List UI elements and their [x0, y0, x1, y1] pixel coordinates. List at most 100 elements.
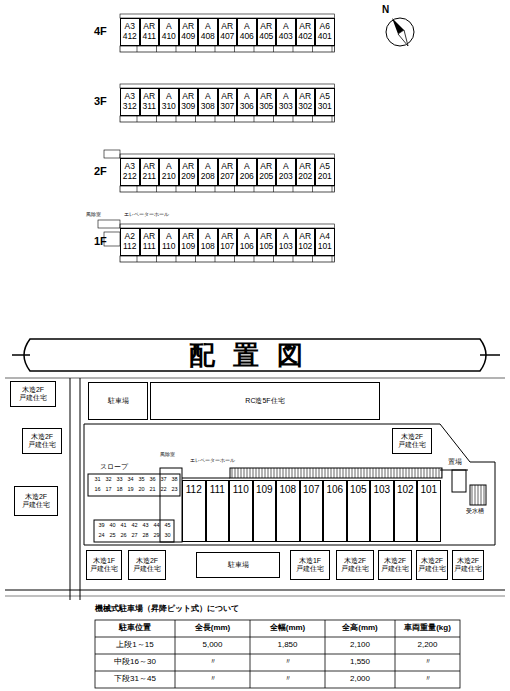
unit-type: A [283, 162, 289, 172]
unit-number: 206 [240, 172, 254, 182]
unit-cell: A3412 [120, 18, 140, 46]
compass-letter: N [382, 4, 389, 15]
unit-number: 205 [259, 172, 273, 182]
unit-type: A [166, 162, 172, 172]
room-label: 風除室 [160, 452, 175, 458]
unit-type: A [205, 232, 211, 242]
table-cell: 1,550 [325, 658, 395, 667]
unit-type: AR [221, 22, 233, 32]
site-unit: 105 [347, 480, 371, 542]
site-unit: 102 [394, 480, 418, 542]
building-box: 木造2F 戸建住宅 [14, 486, 58, 516]
unit-type: A [244, 22, 250, 32]
table-cell: 下段31～45 [95, 675, 175, 684]
area-label: 置場 [448, 458, 462, 466]
unit-type: AR [143, 92, 155, 102]
unit-cell: AR102 [296, 228, 316, 256]
unit-type: AR [182, 162, 194, 172]
unit-number: 103 [373, 484, 390, 495]
floor-plan-lines [98, 14, 335, 262]
north-compass [386, 18, 414, 46]
unit-type: A [166, 22, 172, 32]
unit-type: A4 [320, 232, 330, 242]
title-banner [24, 339, 486, 371]
table-cell: 上段1～15 [95, 641, 175, 650]
unit-type: A [283, 232, 289, 242]
unit-cell: A2112 [120, 228, 140, 256]
unit-type: A [166, 232, 172, 242]
unit-cell: A3312 [120, 88, 140, 116]
unit-number: 406 [240, 32, 254, 42]
unit-type: A [205, 162, 211, 172]
unit-number: 111 [143, 242, 156, 252]
building-name: RC造5F住宅 [245, 397, 284, 405]
unit-number: 102 [397, 484, 414, 495]
unit-cell: AR311 [140, 88, 160, 116]
table-cell: 〃 [175, 675, 250, 684]
unit-cell: AR205 [257, 158, 277, 186]
parking-number: 22 [158, 486, 169, 492]
unit-number: 402 [298, 32, 312, 42]
unit-number: 106 [240, 242, 254, 252]
unit-number: 207 [220, 172, 234, 182]
parking-number: 45 [162, 522, 173, 528]
unit-cell: AR109 [179, 228, 199, 256]
building-name: 木造2F 戸建住宅 [338, 557, 372, 574]
unit-number: 408 [201, 32, 215, 42]
parking-number: 41 [118, 522, 129, 528]
unit-cell: A103 [276, 228, 296, 256]
unit-number: 308 [201, 102, 215, 112]
unit-type: A [166, 92, 172, 102]
unit-number: 110 [233, 484, 249, 495]
parking-number: 34 [125, 476, 136, 482]
parking-number: 31 [92, 476, 103, 482]
unit-number: 210 [162, 172, 176, 182]
table-cell: 車両重量(kg) [395, 624, 460, 633]
unit-cell: A5201 [315, 158, 335, 186]
unit-number: 112 [123, 242, 137, 252]
building-box: 木造2F 戸建住宅 [128, 550, 166, 580]
unit-number: 311 [142, 102, 156, 112]
building-name: 駐車場 [108, 397, 129, 405]
unit-number: 201 [318, 172, 332, 182]
table-cell: 全高(mm) [325, 624, 395, 633]
table-cell: 全長(mm) [175, 624, 250, 633]
unit-number: 303 [279, 102, 293, 112]
unit-number: 101 [420, 484, 437, 495]
unit-cell: A203 [276, 158, 296, 186]
unit-type: AR [260, 162, 272, 172]
unit-type: AR [182, 22, 194, 32]
unit-cell: A3212 [120, 158, 140, 186]
unit-type: AR [143, 162, 155, 172]
site-unit: 110 [229, 480, 253, 542]
unit-number: 102 [298, 242, 312, 252]
building-box: 木造2F 戸建住宅 [378, 550, 412, 580]
site-lines [5, 378, 505, 600]
building-box: 木造2F 戸建住宅 [452, 550, 484, 580]
building-box: 木造1F 戸建住宅 [290, 550, 330, 580]
parking-number: 40 [107, 522, 118, 528]
unit-cell: AR405 [257, 18, 277, 46]
unit-cell: A4101 [315, 228, 335, 256]
unit-type: A5 [320, 162, 330, 172]
building-name: 木造2F 戸建住宅 [12, 386, 54, 403]
floor-label: 4F [94, 25, 107, 37]
unit-number: 309 [181, 102, 195, 112]
parking-number: 38 [169, 476, 180, 482]
unit-cell: AR111 [140, 228, 160, 256]
unit-cell: AR107 [218, 228, 238, 256]
building-box: 木造2F 戸建住宅 [10, 381, 56, 407]
unit-cell: A408 [198, 18, 218, 46]
table-cell: 5,000 [175, 641, 250, 650]
unit-cell: AR407 [218, 18, 238, 46]
unit-number: 105 [259, 242, 273, 252]
unit-cell: A6401 [315, 18, 335, 46]
unit-cell: AR105 [257, 228, 277, 256]
building-box: 木造1F 戸建住宅 [86, 550, 122, 580]
building-name: 駐車場 [228, 561, 249, 569]
floor-band: 1FA2112AR111A110AR109A108AR107A106AR105A… [120, 228, 335, 256]
unit-number: 109 [256, 484, 273, 495]
unit-number: 203 [279, 172, 293, 182]
unit-cell: A206 [237, 158, 257, 186]
